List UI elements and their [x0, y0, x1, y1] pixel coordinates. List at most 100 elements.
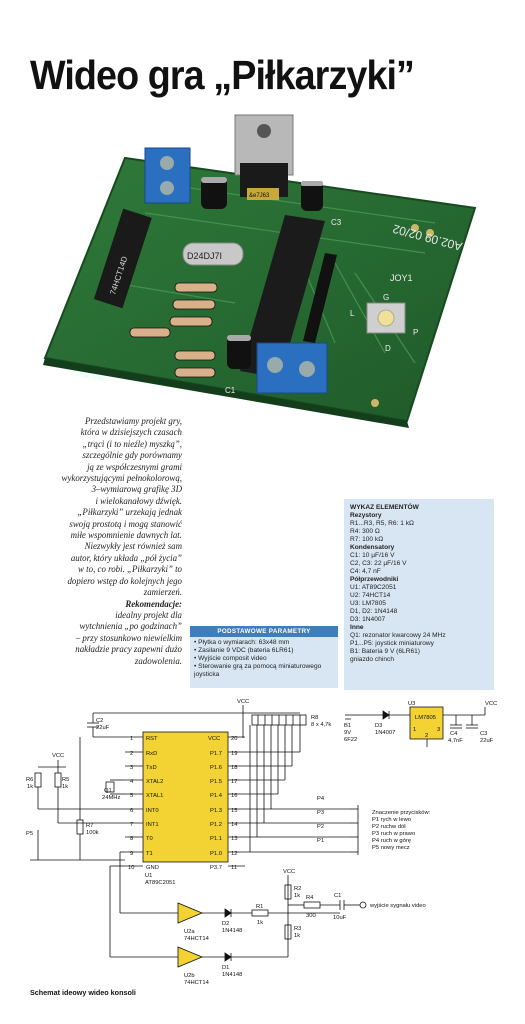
- pin-num: 16: [231, 793, 237, 799]
- regulator-label: &e7J63: [249, 193, 270, 199]
- p5-label: P5: [26, 831, 33, 837]
- joy-letter-d: D: [385, 344, 391, 353]
- parts-item: U2: 74HCT14: [350, 592, 391, 599]
- c2-label: C2: [96, 718, 103, 724]
- parts-item: U1: AT89C2051: [350, 584, 397, 591]
- c3-label: C3: [331, 218, 342, 227]
- intro-line: swoją prostotą i mogą stanowić: [69, 518, 182, 529]
- legend-title: Znaczenie przycisków:: [372, 810, 431, 816]
- parts-section: Rezystory: [350, 512, 382, 519]
- pin-num: 17: [231, 779, 237, 785]
- parts-header: WYKAZ ELEMENTÓW: [350, 504, 419, 511]
- c4-value: 4,7nF: [448, 738, 463, 744]
- pin-num: 10: [128, 865, 134, 871]
- pin-label: P1.1: [210, 836, 222, 842]
- p4-label: P4: [317, 796, 325, 802]
- parts-item: R1...R3, R5, R6: 1 kΩ: [350, 520, 414, 527]
- rec-line: idealny projekt dla: [115, 609, 182, 620]
- pin-num: 18: [231, 765, 237, 771]
- intro-line: dopiero wstęp do kolejnych jego: [67, 575, 182, 586]
- legend-item: P3 ruch w prawo: [372, 831, 415, 837]
- pin-label: T1: [146, 851, 153, 857]
- schematic-diagram: VCC C2 22uF 1 RST 2 RxD 3 TxD 4 XTAL2 5 …: [26, 699, 497, 986]
- parts-item: C2, C3: 22 µF/16 V: [350, 560, 407, 567]
- intro-line: Niezwykły jest również sam: [84, 541, 182, 552]
- legend-item: P1 rych w lewo: [372, 817, 411, 823]
- params-box: PODSTAWOWE PARAMETRY Płytka o wymiarach:…: [190, 626, 338, 688]
- q1-value: 24MHz: [102, 795, 120, 801]
- intro-line: 3–wymiarową grafikę 3D: [91, 484, 182, 495]
- pin-label: INT0: [146, 808, 159, 814]
- pin-label: RST: [146, 736, 158, 742]
- pin-num: 15: [231, 808, 237, 814]
- parts-item: B1: Bateria 9 V (6LR61): [350, 648, 421, 655]
- d1-value: 1N4148: [222, 972, 242, 978]
- rec-line: nakładzie pracy zapewni dużo: [75, 644, 182, 655]
- rec-line: – przy stosunkowo niewielkim: [75, 632, 182, 643]
- c3-label: C3: [480, 731, 487, 737]
- schematic-caption: Schemat ideowy wideo konsoli: [30, 988, 136, 997]
- intro-line: i wielokanałowy dźwięk.: [95, 495, 182, 506]
- u3-name: LM7805: [415, 715, 436, 721]
- d3-label: D3: [375, 723, 382, 729]
- pin-num: 6: [130, 808, 133, 814]
- pin-label: TxD: [146, 765, 157, 771]
- parts-item: R7: 100 kΩ: [350, 536, 384, 543]
- u3-label: U3: [408, 701, 415, 707]
- intro-line: która w dzisiejszych czasach: [80, 427, 182, 438]
- parts-item: P1...P5: joystick miniaturowy: [350, 640, 434, 647]
- pin-label: P1.6: [210, 765, 222, 771]
- pin-num: 4: [130, 779, 134, 785]
- params-item: Zasilanie 9 VDC (bateria 6LR61): [194, 647, 334, 655]
- pin-num: 3: [130, 765, 133, 771]
- r1-label: R1: [256, 904, 263, 910]
- u2a-name: 74HCT14: [184, 936, 210, 942]
- parts-item: R4: 300 Ω: [350, 528, 380, 535]
- legend-item: P4 ruch w górę: [372, 838, 411, 844]
- params-item: Wyjście composit video: [194, 655, 334, 663]
- parts-item: U3: LM7805: [350, 600, 386, 607]
- parts-item: Q1: rezonator kwarcowy 24 MHz: [350, 632, 446, 639]
- b1-value: 9V: [344, 730, 351, 736]
- pin-num: 7: [130, 822, 133, 828]
- pin-label: XTAL2: [146, 779, 163, 785]
- intro-line: ją ze współczesnymi grami: [87, 461, 182, 472]
- parts-item: C1: 10 µF/16 V: [350, 552, 395, 559]
- params-item: Płytka o wymiarach: 63x48 mm: [194, 639, 334, 647]
- video-out-label: wyjście sygnału video: [369, 903, 426, 909]
- p2-label: P2: [317, 824, 324, 830]
- u1-label: U1: [145, 873, 152, 879]
- pin-label: GND: [146, 865, 159, 871]
- pin-label: RxD: [146, 751, 157, 757]
- params-item: Sterowanie grą za pomocą miniaturowego j…: [194, 663, 334, 679]
- intro-line: szczególnie gdy porównamy: [82, 450, 182, 461]
- d1-label: D1: [222, 965, 229, 971]
- pin-num: 2: [130, 751, 133, 757]
- legend-item: P2 ruchw dół: [372, 824, 406, 830]
- intro-line: miłe wspomnienie dawnych lat.: [70, 530, 182, 541]
- pin-label: P1.3: [210, 808, 222, 814]
- intro-line: wykorzystującymi pełnokolorową,: [61, 473, 182, 484]
- pin-num: 9: [130, 851, 133, 857]
- legend-item: P5 nowy mecz: [372, 845, 410, 851]
- parts-section: Kondensatory: [350, 544, 395, 551]
- intro-line: Przedstawiamy projekt gry,: [84, 416, 182, 426]
- r8-label: R8: [311, 715, 318, 721]
- r2-label: R2: [294, 886, 301, 892]
- pin-label: INT1: [146, 822, 159, 828]
- u1-name: AT89C2051: [145, 880, 176, 886]
- pin-label: VCC: [208, 736, 220, 742]
- pin-label: P1.5: [210, 779, 222, 785]
- u2b-name: 74HCT14: [184, 980, 210, 986]
- parts-item: C4: 4,7 nF: [350, 568, 381, 575]
- c4-label: C4: [450, 731, 458, 737]
- vcc-label-video: VCC: [283, 869, 295, 875]
- pin-num: 12: [231, 851, 237, 857]
- pin-num: 5: [130, 793, 133, 799]
- r3-value: 1k: [294, 933, 300, 939]
- p3-label: P3: [317, 810, 324, 816]
- pin-num: 1: [130, 736, 133, 742]
- r6-label: R6: [26, 777, 33, 783]
- intro-text: Przedstawiamy projekt gry, która w dzisi…: [30, 416, 182, 667]
- parts-section: Inne: [350, 624, 364, 631]
